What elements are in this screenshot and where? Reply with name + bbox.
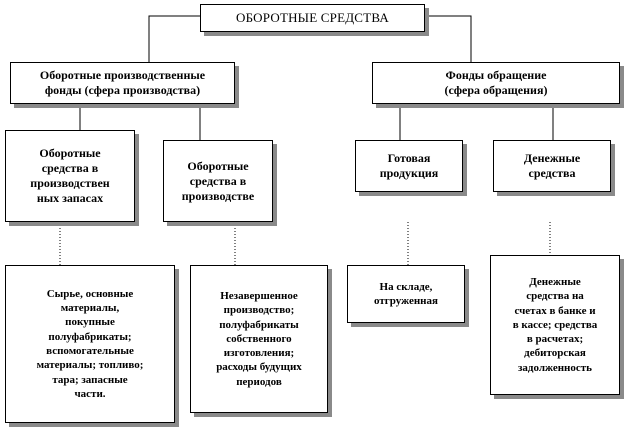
group-cash-funds: Денежные средства bbox=[493, 140, 611, 192]
detail-work-in-process: Незавершенное производство; полуфабрикат… bbox=[190, 265, 328, 413]
category-production-funds: Оборотные производственные фонды (сфера … bbox=[10, 62, 235, 104]
category-circulation-funds: Фонды обращение (сфера обращения) bbox=[372, 62, 620, 104]
connector-root-to-right bbox=[425, 15, 472, 62]
group-work-in-process: Оборотные средства в производстве bbox=[163, 140, 273, 222]
detail-inventory-stocks: Сырье, основные материалы, покупные полу… bbox=[5, 265, 175, 423]
group-inventory-stocks: Оборотные средства в производствен ных з… bbox=[5, 130, 135, 222]
detail-finished-products: На складе, отгруженная bbox=[347, 265, 465, 323]
detail-cash-funds: Денежные средства на счетах в банке и в … bbox=[490, 255, 620, 395]
group-finished-products: Готовая продукция bbox=[355, 140, 463, 192]
connector-root-to-left bbox=[148, 15, 200, 62]
root-node: ОБОРОТНЫЕ СРЕДСТВА bbox=[200, 4, 425, 32]
